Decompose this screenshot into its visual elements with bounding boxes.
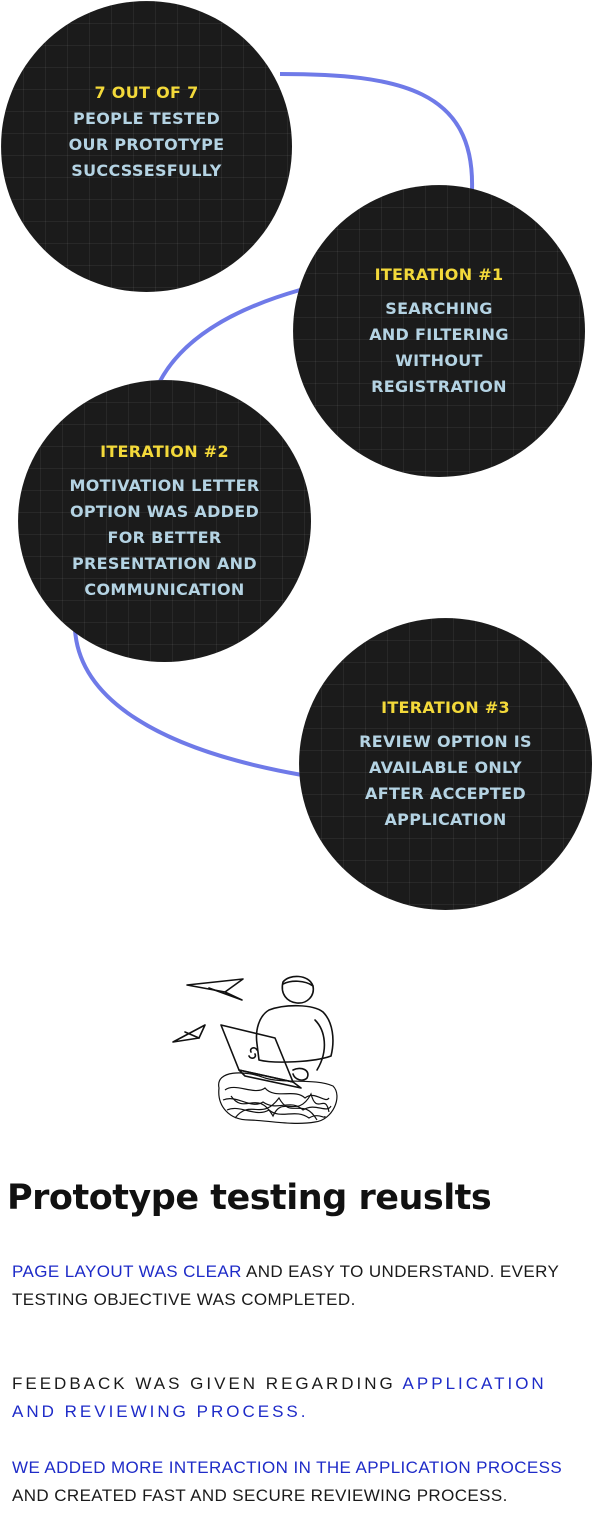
person-with-laptop-and-paper-planes-icon [172,975,338,1124]
circle-headline: 7 OUT OF 7 [94,82,199,102]
circle-headline: ITERATION #1 [374,265,504,284]
circle-body: MOTIVATION LETTER OPTION WAS ADDED FOR B… [69,476,260,599]
highlight-text: APPLICATION AND REVIEWING PROCESS. [12,1374,547,1421]
connector-2-3 [156,288,301,386]
iteration-circle-1: ITERATION #1 SEARCHING AND FILTERING WIT… [293,185,585,477]
result-paragraph-layout: PAGE LAYOUT WAS CLEAR AND EASY TO UNDERS… [12,1258,582,1314]
paragraph-text: FEEDBACK WAS GIVEN REGARDING [12,1374,403,1393]
result-circle-summary: 7 OUT OF 7 PEOPLE TESTED OUR PROTOTYPE S… [1,1,292,292]
circle-body: REVIEW OPTION IS AVAILABLE ONLY AFTER AC… [359,732,532,829]
paragraph-text: AND EASY TO UNDERSTAND. EVERY TESTING OB… [12,1262,559,1309]
connector-1-2 [279,72,475,191]
result-paragraph-feedback: FEEDBACK WAS GIVEN REGARDING APPLICATION… [12,1370,582,1426]
iteration-circle-2: ITERATION #2 MOTIVATION LETTER OPTION WA… [18,380,311,662]
connector-lines [73,72,475,777]
circle-body: SEARCHING AND FILTERING WITHOUT REGISTRA… [369,299,509,396]
paragraph-text: AND CREATED FAST AND SECURE REVIEWING PR… [12,1486,508,1505]
highlight-text: WE ADDED MORE INTERACTION IN THE APPLICA… [12,1458,563,1477]
connector-3-4 [73,629,303,777]
highlight-text: PAGE LAYOUT WAS CLEAR [12,1262,242,1281]
circle-headline: ITERATION #2 [100,442,229,461]
result-paragraph-changes: WE ADDED MORE INTERACTION IN THE APPLICA… [12,1454,582,1510]
page-title: Prototype testing reuslts [7,1178,492,1218]
iteration-circle-3: ITERATION #3 REVIEW OPTION IS AVAILABLE … [299,618,592,910]
circle-body: PEOPLE TESTED OUR PROTOTYPE SUCCSSESFULL… [68,108,225,180]
circle-headline: ITERATION #3 [381,698,510,717]
